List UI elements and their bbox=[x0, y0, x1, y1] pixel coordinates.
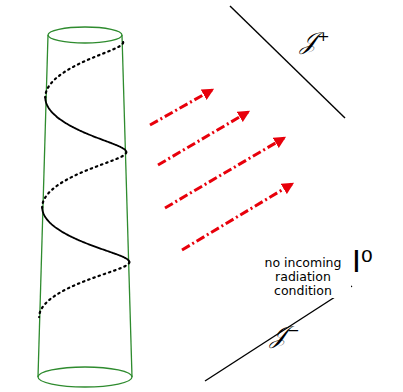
helix-front bbox=[42, 208, 129, 262]
helix-back bbox=[39, 262, 129, 317]
boundary-condition-note: no incoming radiation condition bbox=[255, 255, 351, 298]
future-null-infinity-label: 𝒥⁺ bbox=[300, 28, 330, 54]
radiation-arrows bbox=[150, 90, 292, 250]
helix-back bbox=[42, 152, 126, 208]
helix-back bbox=[45, 42, 123, 97]
helix-front bbox=[45, 98, 126, 153]
spatial-infinity-label: I⁰ bbox=[352, 245, 373, 278]
null-infinity-lines bbox=[205, 6, 352, 381]
past-null-infinity-label: 𝒥⁻ bbox=[270, 322, 300, 348]
worldtube-cone bbox=[38, 27, 132, 387]
orbit-helix bbox=[39, 42, 129, 317]
